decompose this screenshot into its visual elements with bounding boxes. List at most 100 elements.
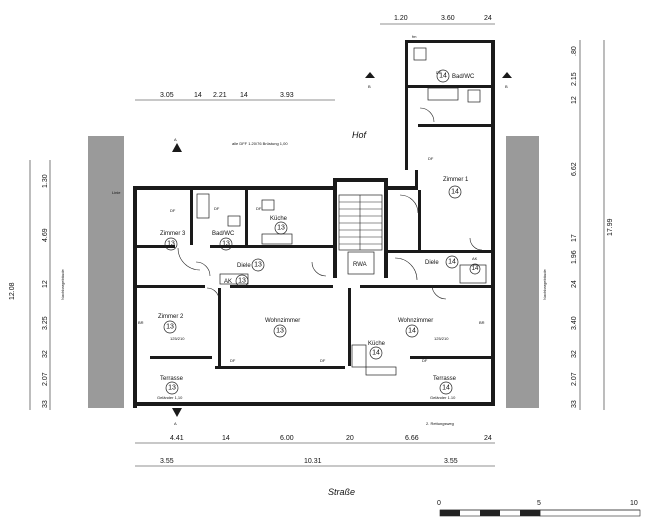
dims-left: 1.30 4.69 12 3.25 32 2.07 33 12.08 — [9, 174, 49, 408]
room-kueche13-unit: 13 — [277, 225, 285, 232]
neighbour-label-right: Nachbargebäude — [542, 269, 547, 300]
rettungsweg-label: 2. Rettungsweg — [426, 421, 454, 426]
room-ak13-label: AK — [224, 279, 232, 285]
scale-bar: 0 5 10 — [437, 500, 641, 517]
scale-tick: 0 — [437, 500, 441, 507]
room-badwc13-label: Bad/WC — [212, 231, 235, 237]
strasse-label: Straße — [328, 487, 355, 497]
svg-text:33: 33 — [571, 400, 578, 408]
room-kueche14-label: Küche — [368, 341, 386, 347]
room-terrasse14-note: Geländer 1.10 — [430, 395, 456, 400]
room-zimmer2-label: Zimmer 2 — [158, 314, 184, 320]
room-diele13-label: Diele — [237, 263, 251, 269]
df-mark: DF — [256, 206, 262, 211]
room-ak13-unit: 13 — [238, 278, 246, 285]
room-wohnzimmer14-label: Wohnzimmer — [398, 318, 433, 324]
room-zimmer3-unit: 13 — [167, 241, 175, 248]
dims-top-wing: 1.20 3.60 24 — [394, 15, 492, 22]
dims-right: .80 2.15 12 6.62 17 1.96 24 3.40 32 2.07… — [571, 46, 614, 408]
df-mark: DF — [422, 358, 428, 363]
room-wohnzimmer13-unit: 13 — [276, 328, 284, 335]
room-badwc14-label: Bad/WC — [452, 74, 475, 80]
svg-text:3.60: 3.60 — [441, 15, 455, 22]
hof-label: Hof — [352, 130, 368, 140]
svg-text:17: 17 — [571, 234, 578, 242]
dims-right-total: 17.99 — [607, 218, 614, 236]
section-label-b-left: B — [368, 84, 371, 89]
room-terrasse14-unit: 14 — [442, 385, 450, 392]
dims-top: 3.05 14 2.21 14 3.93 — [160, 92, 294, 99]
svg-text:4.69: 4.69 — [42, 228, 49, 242]
svg-text:20: 20 — [346, 435, 354, 442]
room-terrasse14-label: Terrasse — [433, 376, 457, 382]
svg-text:24: 24 — [484, 435, 492, 442]
room-zimmer1-label: Zimmer 1 — [443, 177, 469, 183]
window-size-mark: 125/210 — [434, 336, 449, 341]
room-zimmer3-label: Zimmer 3 — [160, 231, 186, 237]
interior-walls — [137, 85, 491, 369]
svg-text:14: 14 — [240, 92, 248, 99]
svg-text:6.66: 6.66 — [405, 435, 419, 442]
room-kueche14-unit: 14 — [372, 350, 380, 357]
df-mark: DF — [320, 358, 326, 363]
svg-text:33: 33 — [42, 400, 49, 408]
room-ak14-label: AK — [472, 256, 478, 261]
scale-tick: 5 — [537, 500, 541, 507]
df-mark: DF — [436, 70, 442, 75]
neighbour-building-left — [88, 136, 124, 408]
svg-text:14: 14 — [222, 435, 230, 442]
room-terrasse13-unit: 13 — [168, 385, 176, 392]
room-diele14-unit: 14 — [448, 259, 456, 266]
svg-text:32: 32 — [571, 350, 578, 358]
svg-text:3.05: 3.05 — [160, 92, 174, 99]
section-marker-b-right — [502, 72, 512, 78]
room-wohnzimmer14-unit: 14 — [408, 328, 416, 335]
svg-text:1.20: 1.20 — [394, 15, 408, 22]
window-size-mark: 125/210 — [170, 336, 185, 341]
room-zimmer1-unit: 14 — [451, 189, 459, 196]
section-label-a-bottom: A — [174, 421, 177, 426]
svg-text:3.93: 3.93 — [280, 92, 294, 99]
fixtures — [196, 47, 487, 376]
svg-text:12: 12 — [571, 96, 578, 104]
door-swings — [177, 107, 483, 301]
df-mark: DF — [428, 156, 434, 161]
room-kueche13-label: Küche — [270, 216, 288, 222]
svg-text:2.21: 2.21 — [213, 92, 227, 99]
rwa-label: RWA — [353, 262, 367, 268]
room-badwc14-unit: 14 — [439, 73, 447, 80]
svg-text:1.30: 1.30 — [42, 174, 49, 188]
svg-text:3.55: 3.55 — [160, 458, 174, 465]
svg-text:2.15: 2.15 — [571, 72, 578, 86]
svg-text:.80: .80 — [571, 46, 578, 56]
scale-tick: 10 — [630, 500, 638, 507]
svg-text:32: 32 — [42, 350, 49, 358]
br-mark: BR — [138, 320, 144, 325]
df-mark: DF — [214, 206, 220, 211]
room-ak14-unit: 14 — [472, 266, 479, 272]
svg-text:4.41: 4.41 — [170, 435, 184, 442]
section-label-a-top: A — [174, 137, 177, 142]
dims-bottom-1: 4.41 14 6.00 20 6.66 24 — [170, 435, 492, 442]
svg-text:10.31: 10.31 — [304, 458, 322, 465]
staircase — [338, 194, 383, 275]
svg-text:3.25: 3.25 — [42, 316, 49, 330]
svg-text:2.07: 2.07 — [571, 372, 578, 386]
neighbour-building-right — [506, 136, 539, 408]
svg-text:6.62: 6.62 — [571, 162, 578, 176]
svg-text:3.55: 3.55 — [444, 458, 458, 465]
room-zimmer2-unit: 13 — [166, 324, 174, 331]
svg-text:3.40: 3.40 — [571, 316, 578, 330]
svg-text:12: 12 — [42, 280, 49, 288]
linie-label: Linie — [112, 190, 121, 195]
neighbour-label-left: Nachbargebäude — [60, 269, 65, 300]
br-mark: BR — [479, 320, 485, 325]
room-wohnzimmer13-label: Wohnzimmer — [265, 318, 300, 324]
dims-left-total: 12.08 — [9, 282, 16, 300]
section-marker-b-left — [365, 72, 375, 78]
fm-label: fm — [412, 34, 417, 39]
section-marker-a-top — [172, 143, 182, 152]
df-mark: DF — [230, 358, 236, 363]
svg-text:24: 24 — [571, 280, 578, 288]
